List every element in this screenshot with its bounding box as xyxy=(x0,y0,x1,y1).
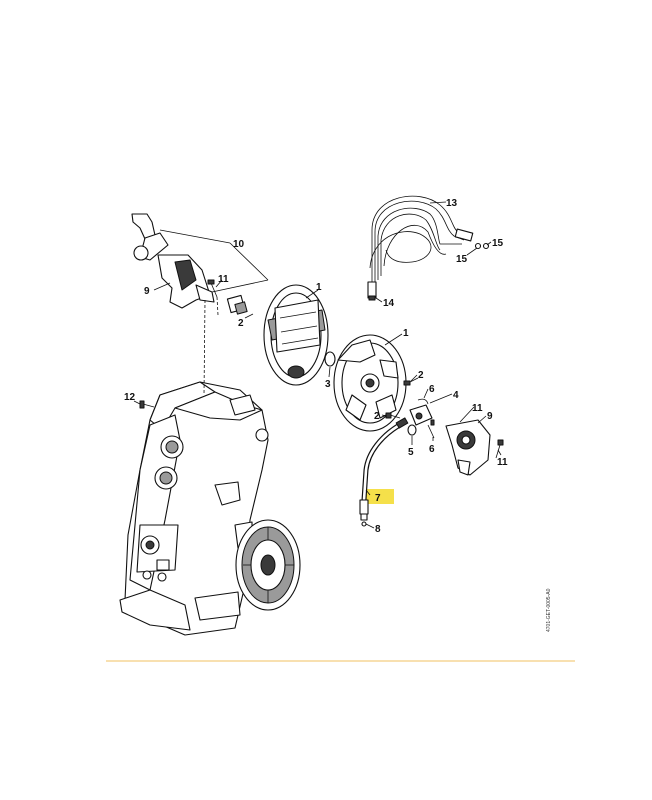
callout-11-body: 12 xyxy=(124,392,136,403)
callout-9-right: 9 xyxy=(487,411,493,422)
callout-14: 14 xyxy=(383,298,395,309)
callout-labels: 10 9 11 2 1 3 14 13 15 15 1 2 6 4 11 9 2… xyxy=(124,198,508,535)
callout-5: 5 xyxy=(408,447,414,458)
seal-washer xyxy=(407,424,417,436)
wheel xyxy=(235,519,301,611)
reel-bracket xyxy=(157,254,215,309)
callout-11-right: 11 xyxy=(497,457,508,468)
callout-13: 13 xyxy=(446,198,458,209)
screw-11-bracket xyxy=(207,279,218,298)
crank-housing xyxy=(445,419,491,476)
hose-reel-left xyxy=(263,284,329,386)
callout-2-upper-right: 2 xyxy=(418,370,424,381)
assembly-line-bracket xyxy=(203,299,206,396)
callout-2-left: 2 xyxy=(238,318,244,329)
screw-11-right xyxy=(495,439,504,459)
callout-8: 8 xyxy=(375,524,381,535)
callout-1-left: 1 xyxy=(316,282,322,293)
callout-11-bracket: 11 xyxy=(218,274,229,285)
callout-2-lower: 2 xyxy=(374,411,380,422)
callout-1-right: 1 xyxy=(403,328,409,339)
connection-hose xyxy=(359,417,409,521)
callout-7-highlight xyxy=(366,489,394,504)
high-pressure-hose xyxy=(367,195,490,301)
bushing-left xyxy=(226,294,248,315)
callout-15-right: 15 xyxy=(492,238,504,249)
callout-12: 10 xyxy=(233,239,245,250)
callout-6-upper: 6 xyxy=(429,384,435,395)
callout-10: 11 xyxy=(472,403,483,414)
hose-reel-right xyxy=(333,334,407,432)
callout-4: 4 xyxy=(453,390,459,401)
callout-15-left: 15 xyxy=(456,254,468,265)
pin-6-lower xyxy=(427,419,435,439)
clip xyxy=(417,398,429,405)
screw-2-upper xyxy=(403,377,419,386)
washer-body xyxy=(119,381,269,636)
callout-3: 3 xyxy=(325,379,331,390)
drawing-code: 4701-GET-0005-A0 xyxy=(546,588,552,632)
assembly-line-screw xyxy=(216,296,219,316)
screw-11-body xyxy=(139,400,155,409)
callout-6-lower: 6 xyxy=(429,444,435,455)
o-ring-small xyxy=(361,521,367,527)
callout-7: 7 xyxy=(375,493,381,504)
leader-lines xyxy=(133,201,502,529)
swivel-coupling xyxy=(409,404,433,426)
crank-handle xyxy=(131,213,169,261)
callout-9-left: 9 xyxy=(144,286,150,297)
o-ring xyxy=(324,351,336,367)
